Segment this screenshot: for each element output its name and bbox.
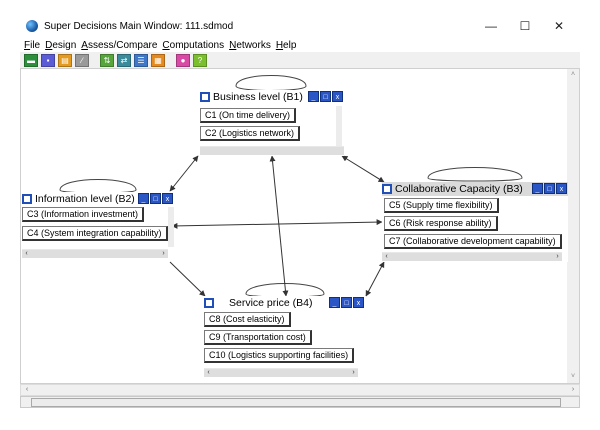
node-c7[interactable]: C7 (Collaborative development capability… [384,234,562,249]
canvas-horizontal-scrollbar[interactable]: ‹ › [20,384,580,396]
cluster-horizontal-scrollbar[interactable]: ‹ › [382,252,562,261]
app-globe-icon [26,20,38,32]
maximize-cluster-button[interactable]: □ [544,183,555,194]
cluster-header[interactable]: Service price (B4) _ □ x [204,296,366,310]
canvas-vertical-scrollbar[interactable]: ˄ ˅ [567,69,579,383]
cluster-title: Service price (B4) [229,297,313,309]
maximize-button[interactable]: ☐ [519,19,531,33]
scroll-right-arrow[interactable]: › [556,253,559,260]
toolbar: ▬ ▪ ▤ ∕ ⇅ ⇄ ☰ ▦ ● ? [20,52,580,68]
cluster-window-icon [22,194,32,204]
scroll-right-arrow[interactable]: › [352,369,355,376]
self-loop-b3 [427,167,523,182]
scroll-right-arrow[interactable]: › [571,386,575,393]
cluster-vertical-scrollbar[interactable] [168,207,174,247]
minimize-cluster-button[interactable]: _ [308,91,319,102]
scroll-up-arrow[interactable]: ˄ [570,71,576,78]
maximize-cluster-button[interactable]: □ [150,193,161,204]
scroll-left-arrow[interactable]: ‹ [25,386,29,393]
close-cluster-button[interactable]: x [353,297,364,308]
node-c10[interactable]: C10 (Logistics supporting facilities) [204,348,355,363]
cluster-title: Collaborative Capacity (B3) [395,183,523,195]
menu-computations[interactable]: Computations [162,39,225,51]
link-b1-b2 [169,155,199,192]
status-field [31,398,561,407]
matrix-icon[interactable]: ▦ [151,53,165,67]
node-c8[interactable]: C8 (Cost elasticity) [204,312,291,327]
minimize-cluster-button[interactable]: _ [138,193,149,204]
link-icon[interactable]: ∕ [75,53,89,67]
maximize-cluster-button[interactable]: □ [320,91,331,102]
print-icon[interactable]: ▤ [58,53,72,67]
scroll-left-arrow[interactable]: ‹ [385,253,388,260]
cluster-window-icon [382,184,392,194]
title-bar: Super Decisions Main Window: 111.sdmod —… [20,14,580,38]
help-icon[interactable]: ? [193,53,207,67]
window-title: Super Decisions Main Window: 111.sdmod [44,20,234,32]
list-icon[interactable]: ☰ [134,53,148,67]
cluster-horizontal-scrollbar[interactable]: ‹ › [22,249,168,258]
node-c9[interactable]: C9 (Transportation cost) [204,330,312,345]
menu-networks[interactable]: Networks [229,39,271,51]
close-cluster-button[interactable]: x [332,91,343,102]
minimize-cluster-button[interactable]: _ [532,183,543,194]
cluster-header[interactable]: Collaborative Capacity (B3) _ □ x [382,182,568,196]
minimize-cluster-button[interactable]: _ [329,297,340,308]
self-loop-b1 [235,75,307,91]
status-bar [20,396,580,408]
minimize-button[interactable]: — [485,19,497,33]
pin-icon[interactable]: ● [176,53,190,67]
link-b3-b4 [365,261,385,297]
sync-icon[interactable]: ⇅ [100,53,114,67]
scroll-right-arrow[interactable]: › [162,250,165,257]
scroll-left-arrow[interactable]: ‹ [25,250,28,257]
node-c6[interactable]: C6 (Risk response ability) [384,216,498,231]
cluster-information-level[interactable]: Information level (B2) _ □ x C3 (Informa… [22,192,174,260]
maximize-cluster-button[interactable]: □ [341,297,352,308]
close-button[interactable]: ✕ [553,19,565,33]
node-c1[interactable]: C1 (On time delivery) [200,108,297,123]
link-b2-b4 [169,261,206,297]
cluster-vertical-scrollbar[interactable] [336,106,342,146]
compare-icon[interactable]: ⇄ [117,53,131,67]
node-c5[interactable]: C5 (Supply time flexibility) [384,198,499,213]
cluster-window-icon [204,298,214,308]
window-controls: — ☐ ✕ [474,14,576,38]
close-cluster-button[interactable]: x [556,183,567,194]
scroll-down-arrow[interactable]: ˅ [570,373,576,380]
cluster-header[interactable]: Information level (B2) _ □ x [22,192,174,206]
open-folder-icon[interactable]: ▬ [24,53,38,67]
link-b2-b3 [171,219,383,229]
menu-design[interactable]: Design [45,39,77,51]
cluster-business-level[interactable]: Business level (B1) _ □ x C1 (On time de… [200,90,344,156]
menu-file[interactable]: File [24,39,41,51]
close-cluster-button[interactable]: x [162,193,173,204]
cluster-horizontal-scrollbar[interactable]: ‹ › [204,368,358,377]
cluster-horizontal-scrollbar[interactable] [200,146,344,155]
menu-assess-compare[interactable]: Assess/Compare [81,39,158,51]
save-icon[interactable]: ▪ [41,53,55,67]
cluster-title: Information level (B2) [35,193,135,205]
menu-bar: File Design Assess/Compare Computations … [20,38,580,52]
cluster-collaborative-capacity[interactable]: Collaborative Capacity (B3) _ □ x C5 (Su… [382,182,568,262]
menu-help[interactable]: Help [275,39,297,51]
scroll-left-arrow[interactable]: ‹ [207,369,210,376]
node-c3[interactable]: C3 (Information investment) [22,207,145,222]
node-c4[interactable]: C4 (System integration capability) [22,226,168,241]
cluster-title: Business level (B1) [213,91,303,103]
cluster-header[interactable]: Business level (B1) _ □ x [200,90,344,104]
cluster-service-price[interactable]: Service price (B4) _ □ x C8 (Cost elasti… [204,296,366,378]
self-loop-b2 [59,179,137,194]
cluster-window-icon [200,92,210,102]
link-b1-b3 [341,155,385,183]
node-c2[interactable]: C2 (Logistics network) [200,126,301,141]
link-b1-b4 [269,155,289,297]
